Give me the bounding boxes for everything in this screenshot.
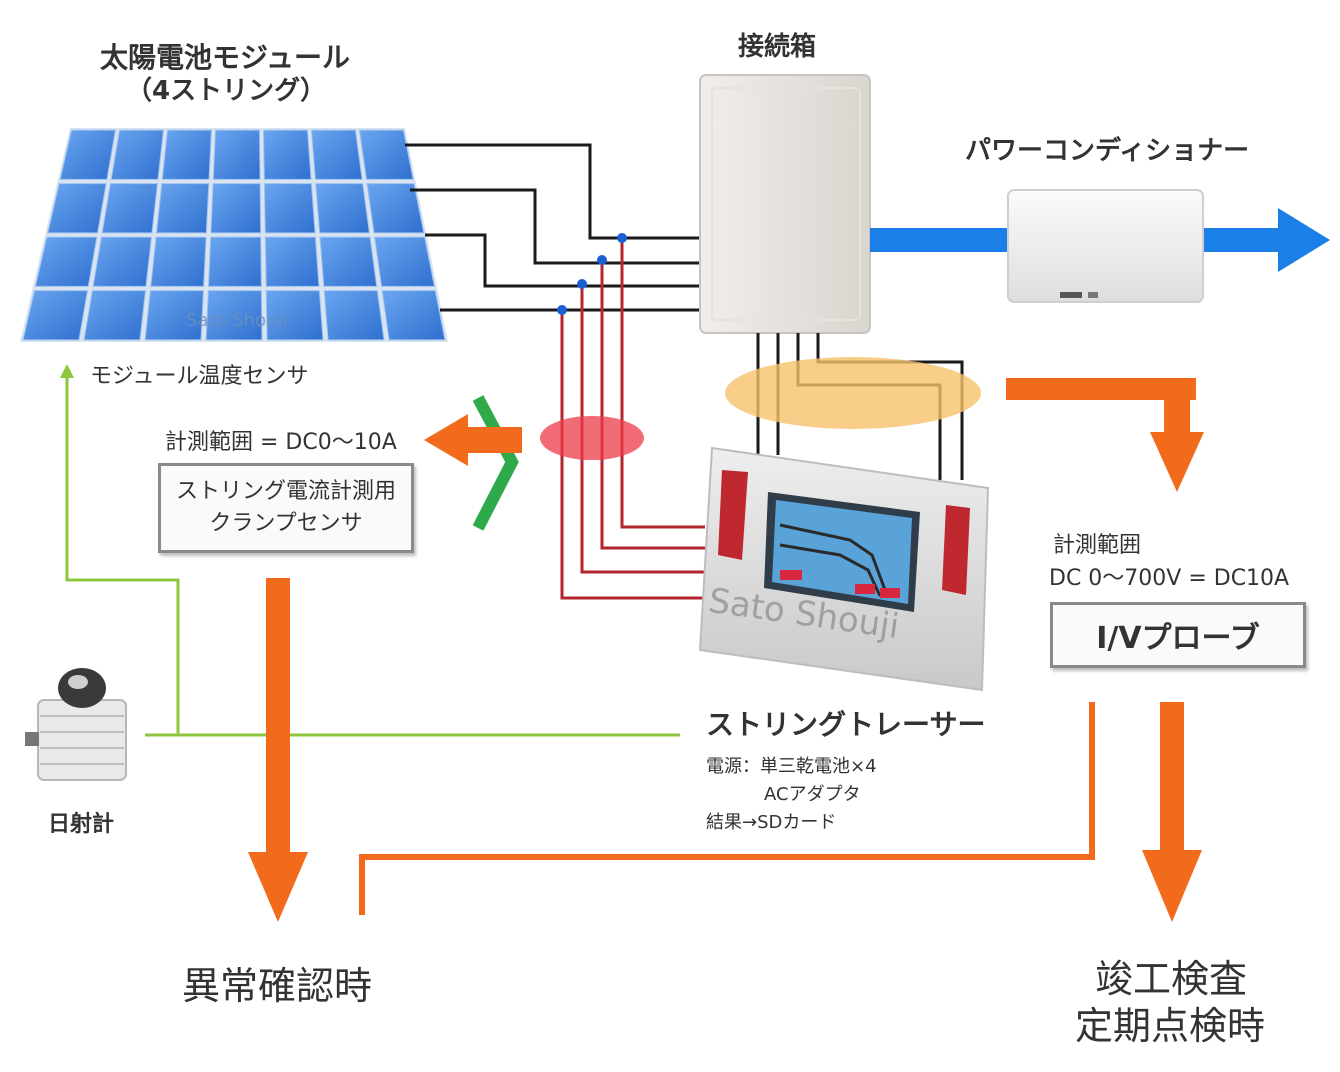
- solar-cell: [381, 290, 446, 341]
- power-conditioner-unit: [1007, 189, 1204, 303]
- solar-cell: [263, 183, 316, 234]
- clamp-bracket-icon: [472, 395, 519, 531]
- solar-cell: [110, 129, 165, 180]
- clamp-box-line2: クランプセンサ: [209, 511, 363, 536]
- tracer-spec-power: 電源：単三乾電池×4: [706, 756, 877, 777]
- tracer-title: ストリングトレーサー: [706, 708, 986, 741]
- anomaly-label: 異常確認時: [182, 964, 373, 1008]
- solar-title: 太陽電池モジュール: [100, 41, 351, 74]
- solar-cell: [207, 236, 262, 287]
- solar-cell: [210, 183, 262, 234]
- solar-cell: [264, 236, 320, 287]
- solar-cell: [92, 236, 153, 287]
- clamp-wires: [560, 238, 705, 600]
- solar-cell: [374, 236, 436, 287]
- string-tracer-device: [698, 446, 990, 692]
- iv-range-line2: DC 0～700V = DC10A: [1049, 566, 1290, 591]
- power-flow-arrow: [870, 208, 1330, 272]
- solar-panel-array: [20, 128, 448, 342]
- solar-cell: [319, 236, 378, 287]
- pyranometer-device: [25, 668, 127, 781]
- solar-cell: [315, 183, 370, 234]
- solar-cell: [262, 129, 312, 180]
- solar-cell: [47, 183, 107, 234]
- junction-box: [699, 74, 871, 334]
- iv-probe-box: I/Vプローブ: [1050, 602, 1306, 668]
- orange-arrows: [248, 378, 1204, 922]
- power-conditioner-label: パワーコンディショナー: [965, 136, 1250, 166]
- solar-cell: [59, 129, 117, 180]
- solar-cell: [310, 129, 363, 180]
- solar-cell: [83, 290, 147, 341]
- iv-range-line1: 計測範囲: [1053, 533, 1142, 558]
- junction-box-label: 接続箱: [738, 32, 817, 62]
- wire-junction-dots: [557, 233, 627, 315]
- solar-cell: [155, 183, 210, 234]
- solar-cell: [323, 290, 385, 341]
- solar-cell: [205, 290, 263, 341]
- inspection-line2: 定期点検時: [1075, 1004, 1266, 1048]
- clamp-sensor-box: ストリング電流計測用 クランプセンサ: [158, 463, 414, 553]
- solar-subtitle: （4ストリング）: [126, 76, 327, 106]
- solar-cell: [144, 290, 204, 341]
- string-wires: [405, 143, 705, 312]
- clamp-range-label: 計測範囲 = DC0～10A: [165, 430, 397, 455]
- solar-cell: [150, 236, 207, 287]
- pyranometer-label: 日射計: [48, 812, 115, 837]
- solar-cell: [358, 129, 414, 180]
- solar-cell: [34, 236, 98, 287]
- panel-watermark: Sato Shouji: [186, 310, 288, 331]
- solar-cell: [161, 129, 212, 180]
- probe-highlight: [725, 357, 981, 429]
- clamp-box-line1: ストリング電流計測用: [175, 479, 396, 504]
- clamp-highlight: [540, 416, 644, 460]
- module-temp-sensor-label: モジュール温度センサ: [90, 364, 309, 389]
- solar-cell: [265, 290, 324, 341]
- solar-cell: [101, 183, 159, 234]
- iv-probe-label: I/Vプローブ: [1096, 621, 1260, 656]
- tracer-spec-sd: 結果→SDカード: [706, 812, 837, 833]
- solar-cell: [366, 183, 425, 234]
- inspection-line1: 竣工検査: [1095, 957, 1248, 1001]
- solar-cell: [22, 290, 89, 341]
- tracer-spec-adapter: ACアダプタ: [764, 784, 861, 805]
- sensor-wires: [60, 364, 680, 737]
- solar-cell: [212, 129, 261, 180]
